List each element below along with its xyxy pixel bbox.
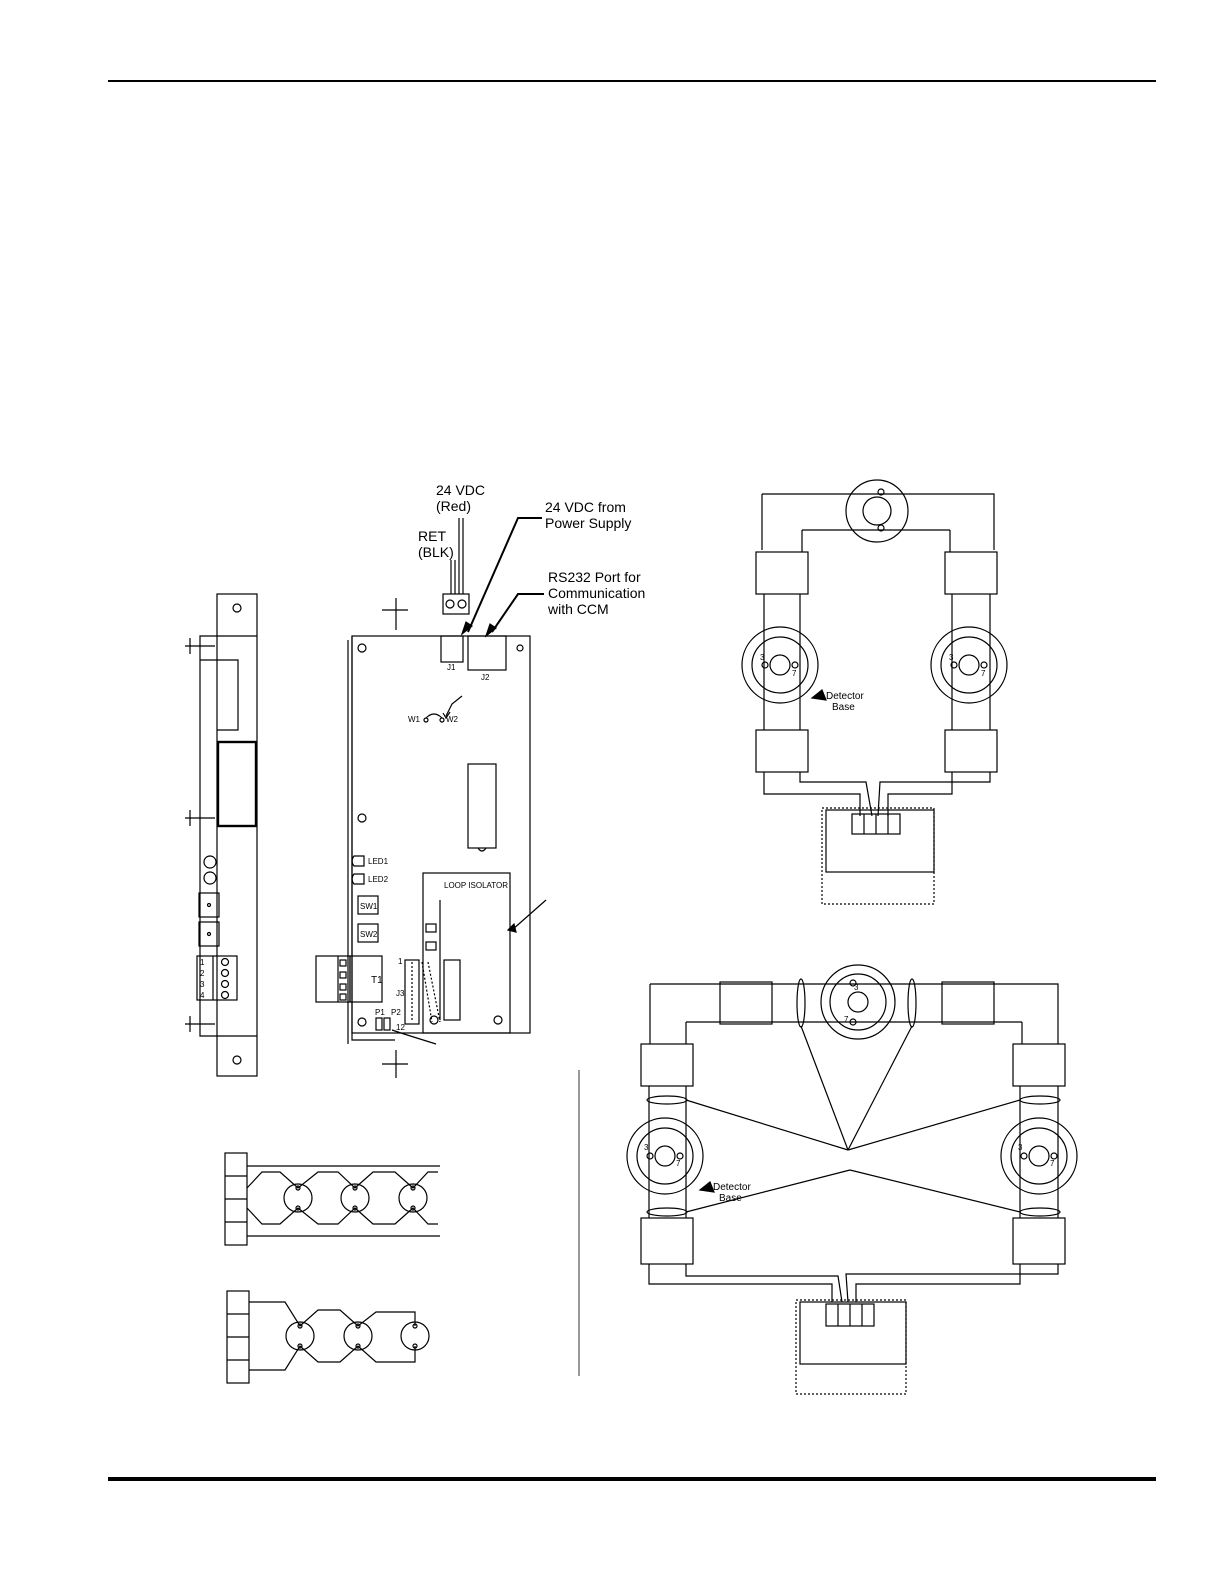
ret-line2: (BLK) bbox=[418, 544, 454, 560]
j3-pin1: 1 bbox=[398, 957, 403, 966]
p1-label: P1 bbox=[375, 1008, 385, 1017]
callout-arrows bbox=[462, 518, 544, 636]
loop-schematic-a bbox=[225, 1153, 440, 1245]
lower-top-term7: 7 bbox=[844, 1015, 849, 1024]
loop-diagram-upper bbox=[742, 480, 1007, 904]
rs232-line3: with CCM bbox=[547, 601, 609, 617]
ret-line1: RET bbox=[418, 528, 446, 544]
p2-label: P2 bbox=[391, 1008, 401, 1017]
j2-label: J2 bbox=[481, 673, 490, 682]
loop-diagram-lower bbox=[627, 965, 1077, 1394]
board-callouts: 24 VDC (Red) RET (BLK) 24 VDC from Power… bbox=[418, 482, 645, 617]
power-line1: 24 VDC from bbox=[545, 499, 626, 515]
led2-label: LED2 bbox=[368, 875, 389, 884]
lower-detector-label2: Base bbox=[719, 1193, 742, 1204]
lower-top-term3: 3 bbox=[854, 983, 859, 992]
side-profile-bracket: 1 2 3 4 bbox=[185, 594, 257, 1076]
terminal-num-4: 4 bbox=[200, 991, 205, 1000]
power-line2: Power Supply bbox=[545, 515, 631, 531]
j3-label: J3 bbox=[396, 989, 405, 998]
terminal-num-1: 1 bbox=[200, 958, 205, 967]
terminal-num-2: 2 bbox=[200, 969, 205, 978]
lower-left-term7: 7 bbox=[676, 1159, 681, 1168]
vdc-red-line2: (Red) bbox=[436, 498, 471, 514]
lower-labels: 3 7 3 7 3 7 Detector Base bbox=[644, 983, 1055, 1204]
loop-schematic-b bbox=[227, 1291, 429, 1383]
j3-pin12: 12 bbox=[396, 1023, 405, 1032]
lower-right-term7: 7 bbox=[1050, 1159, 1055, 1168]
terminal-num-3: 3 bbox=[200, 980, 205, 989]
lower-detector-label1: Detector bbox=[713, 1182, 751, 1193]
sw1-label: SW1 bbox=[360, 902, 378, 911]
upper-left-term3: 3 bbox=[760, 653, 765, 662]
vdc-red-line1: 24 VDC bbox=[436, 482, 485, 498]
upper-detector-label2: Base bbox=[832, 702, 855, 713]
j1-label: J1 bbox=[447, 663, 456, 672]
lower-left-term3: 3 bbox=[644, 1143, 649, 1152]
led1-label: LED1 bbox=[368, 857, 389, 866]
module-title: LOOP ISOLATOR bbox=[444, 881, 508, 890]
lower-right-term3: 3 bbox=[1018, 1143, 1023, 1152]
w1-label: W1 bbox=[408, 715, 421, 724]
rs232-line2: Communication bbox=[548, 585, 645, 601]
upper-right-term3: 3 bbox=[949, 653, 954, 662]
t1-label: T1 bbox=[371, 975, 383, 986]
sw2-label: SW2 bbox=[360, 930, 378, 939]
upper-left-term7: 7 bbox=[792, 669, 797, 678]
upper-right-term7: 7 bbox=[981, 669, 986, 678]
rs232-line1: RS232 Port for bbox=[548, 569, 641, 585]
upper-detector-label1: Detector bbox=[826, 691, 864, 702]
w2-label: W2 bbox=[446, 715, 459, 724]
